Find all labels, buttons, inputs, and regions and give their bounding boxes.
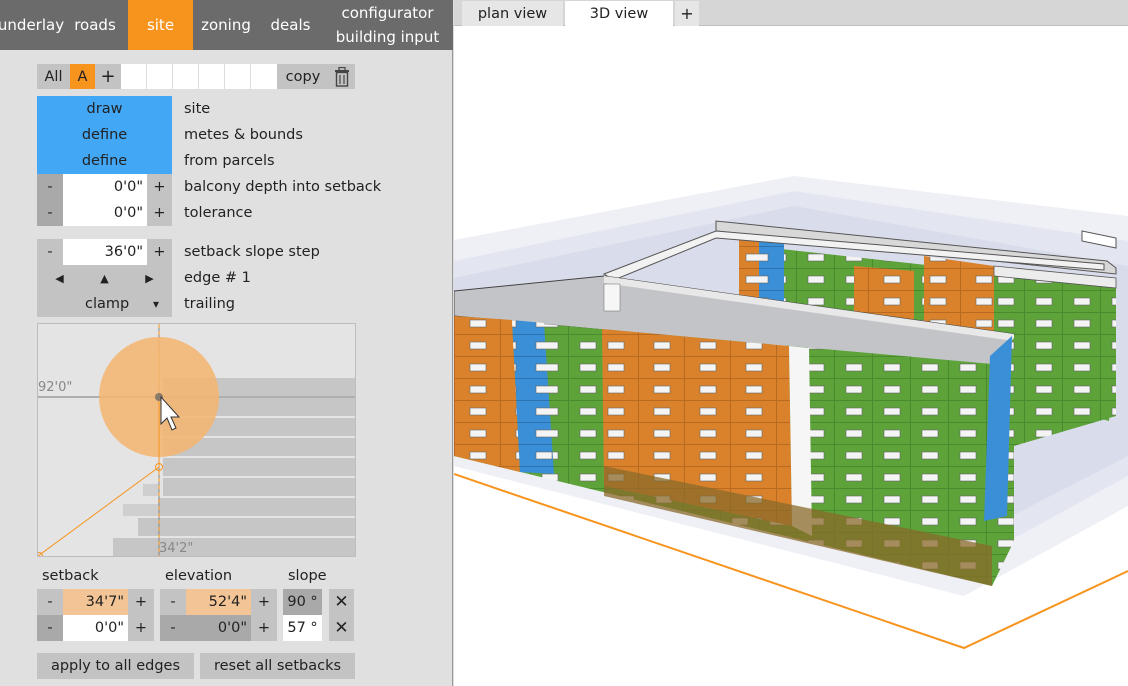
site-slot[interactable] (225, 64, 251, 89)
from-parcels-label: from parcels (184, 153, 275, 169)
reset-all-setbacks-button[interactable]: reset all setbacks (200, 653, 355, 679)
site-panel: underlay roads site zoning deals configu… (0, 0, 453, 686)
apply-to-all-edges-button[interactable]: apply to all edges (37, 653, 194, 679)
tolerance-plus-button[interactable]: + (147, 200, 172, 226)
slope-step-minus-button[interactable]: - (37, 239, 63, 265)
tolerance-input[interactable]: 0'0" (63, 200, 147, 226)
nav-zoning[interactable]: zoning (201, 16, 251, 34)
view-panel: plan view 3D view + (454, 0, 1128, 686)
define-parcels-button[interactable]: define (37, 148, 172, 174)
slope-header: slope (288, 568, 327, 584)
tab-3d-view[interactable]: 3D view (565, 1, 673, 26)
balcony-depth-input[interactable]: 0'0" (63, 174, 147, 200)
metes-bounds-label: metes & bounds (184, 127, 303, 143)
nav-configurator-label: configurator (341, 4, 434, 22)
setback-plus-button[interactable]: + (128, 615, 154, 641)
slope-input[interactable]: 57 ° (283, 615, 322, 641)
setback-header: setback (42, 568, 99, 584)
chevron-down-icon: ▾ (153, 297, 160, 311)
draw-site-label: site (184, 101, 211, 117)
edge-label: edge # 1 (184, 270, 251, 286)
setback-input[interactable]: 34'7" (63, 589, 128, 615)
elevation-plus-button[interactable]: + (251, 615, 277, 641)
close-icon[interactable]: ✕ (329, 589, 354, 615)
site-slot[interactable] (173, 64, 199, 89)
trash-icon[interactable] (329, 64, 355, 89)
define-metes-button[interactable]: define (37, 122, 172, 148)
site-slot[interactable] (251, 64, 277, 89)
elevation-minus-button[interactable]: - (160, 589, 186, 615)
nav-building-input-label: building input (335, 28, 440, 46)
site-tab-a[interactable]: A (70, 64, 95, 89)
tab-plan-view[interactable]: plan view (462, 1, 563, 26)
profile-depth-label: 34'2" (159, 541, 194, 556)
tolerance-label: tolerance (184, 205, 253, 221)
balcony-minus-button[interactable]: - (37, 174, 63, 200)
site-slot[interactable] (147, 64, 173, 89)
draw-site-button[interactable]: draw (37, 96, 172, 122)
balcony-depth-label: balcony depth into setback (184, 179, 382, 195)
close-icon[interactable]: ✕ (329, 615, 354, 641)
top-nav: underlay roads site zoning deals configu… (0, 0, 453, 50)
tolerance-minus-button[interactable]: - (37, 200, 63, 226)
elevation-input[interactable]: 0'0" (186, 615, 251, 641)
slope-input[interactable]: 90 ° (283, 589, 322, 615)
prev-edge-icon[interactable]: ◀ (37, 265, 82, 291)
site-slot[interactable] (121, 64, 147, 89)
setback-minus-button[interactable]: - (37, 615, 63, 641)
copy-button[interactable]: copy (277, 64, 329, 89)
add-view-tab-button[interactable]: + (675, 1, 699, 26)
3d-viewport[interactable] (454, 26, 1128, 686)
site-tab-all[interactable]: All (37, 64, 70, 89)
site-slot[interactable] (199, 64, 225, 89)
slope-step-plus-button[interactable]: + (147, 239, 172, 265)
slope-step-input[interactable]: 36'0" (63, 239, 147, 265)
view-tabs: plan view 3D view + (454, 0, 1128, 26)
balcony-plus-button[interactable]: + (147, 174, 172, 200)
nav-configurator[interactable]: configurator building input (322, 0, 453, 50)
setback-plus-button[interactable]: + (128, 589, 154, 615)
setback-minus-button[interactable]: - (37, 589, 63, 615)
setback-profile-diagram[interactable]: 92'0" 34'2" (37, 323, 356, 557)
nav-deals[interactable]: deals (270, 16, 311, 34)
elevation-minus-button[interactable]: - (160, 615, 186, 641)
slope-step-label: setback slope step (184, 244, 320, 260)
nav-underlay[interactable]: underlay (0, 16, 65, 34)
elevation-plus-button[interactable]: + (251, 589, 277, 615)
nav-roads[interactable]: roads (74, 16, 116, 34)
elevation-header: elevation (165, 568, 233, 584)
clamp-select[interactable]: clamp ▾ (37, 291, 172, 317)
up-edge-icon[interactable]: ▲ (82, 265, 127, 291)
elevation-input[interactable]: 52'4" (186, 589, 251, 615)
nav-site[interactable]: site (128, 0, 193, 50)
add-site-button[interactable]: + (95, 64, 121, 89)
trailing-label: trailing (184, 296, 236, 312)
clamp-value: clamp (85, 296, 130, 312)
profile-height-label: 92'0" (38, 380, 73, 395)
next-edge-icon[interactable]: ▶ (127, 265, 172, 291)
setback-input[interactable]: 0'0" (63, 615, 128, 641)
